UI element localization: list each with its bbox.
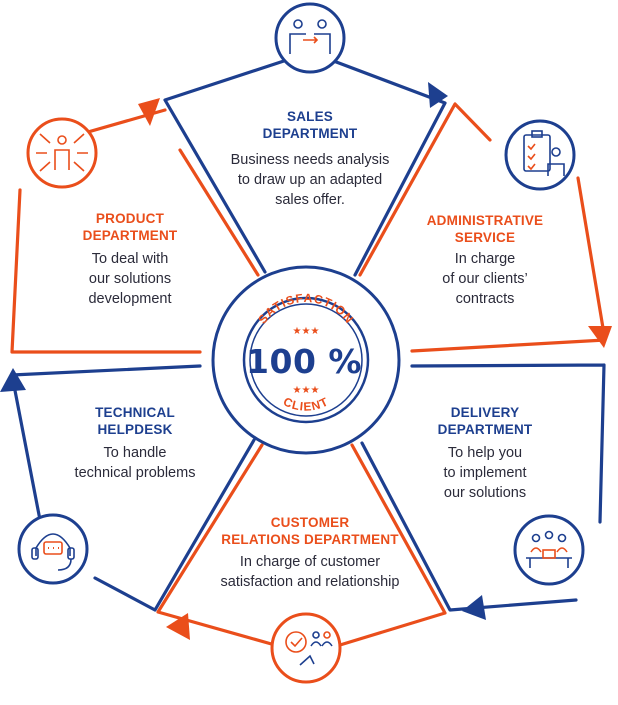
segment-product-shape [10, 108, 260, 354]
icon-delivery-circle [513, 514, 585, 586]
customer-desc-line-1: In charge of customer [239, 554, 381, 570]
admin-desc-line-3: contracts [455, 291, 515, 307]
delivery-desc-line-1: To help you [447, 445, 523, 461]
product-title-line-2: DEPARTMENT [82, 228, 178, 243]
product-title-line-1: PRODUCT [95, 211, 165, 226]
clipboard-checklist-icon [523, 130, 565, 176]
center-badge: SATISFACTION CLIENT ★★★ ★★★ [211, 265, 401, 455]
sales-desc-line-3: sales offer. [275, 192, 345, 208]
stars-bottom: ★★★ [293, 385, 320, 396]
arrow-head-icon [428, 82, 448, 108]
segment-delivery-shape [360, 363, 606, 612]
admin-title-line-2: SERVICE [454, 230, 516, 245]
product-title: PRODUCT DEPARTMENT [55, 210, 205, 244]
arrow-head-icon [166, 613, 190, 640]
headset-chat-icon [31, 533, 75, 571]
helpdesk-desc-line-2: technical problems [74, 465, 196, 481]
center-bottom-arc-text: CLIENT [281, 394, 330, 413]
sales-description: Business needs analysis to draw up an ad… [200, 150, 420, 210]
sales-desc-line-1: Business needs analysis [230, 152, 390, 168]
delivery-description: To help you to implement our solutions [410, 443, 560, 503]
customer-desc-line-2: satisfaction and relationship [220, 574, 400, 590]
stars-top: ★★★ [293, 326, 320, 337]
arrow-head-icon [138, 98, 160, 126]
admin-description: In charge of our clients’ contracts [410, 249, 560, 309]
satisfaction-percentage: 100 % [246, 342, 362, 381]
admin-title: ADMINISTRATIVE SERVICE [400, 212, 570, 246]
delivery-title-line-2: DEPARTMENT [437, 422, 533, 437]
admin-desc-line-1: In charge [454, 251, 516, 267]
helpdesk-desc-line-1: To handle [103, 445, 167, 461]
admin-desc-line-2: of our clients’ [442, 271, 528, 287]
helpdesk-title-line-1: TECHNICAL [95, 405, 175, 420]
delivery-title: DELIVERY DEPARTMENT [410, 404, 560, 438]
product-desc-line-1: To deal with [91, 251, 169, 267]
icon-sales-circle [274, 2, 346, 74]
helpdesk-description: To handle technical problems [55, 443, 215, 483]
meeting-table-icon [526, 530, 572, 568]
product-desc-line-2: our solutions [88, 271, 172, 287]
icon-admin-circle [504, 119, 576, 191]
sales-title: SALES DEPARTMENT [220, 108, 400, 142]
segment-customer-shape [156, 443, 447, 647]
handshake-people-icon [289, 19, 331, 54]
sales-title-line-2: DEPARTMENT [262, 126, 358, 141]
helpdesk-title-line-2: HELPDESK [97, 422, 173, 437]
delivery-desc-line-2: to implement [443, 465, 527, 481]
arrow-head-icon [588, 326, 612, 348]
satisfaction-check-icon [285, 631, 333, 666]
flow-arrows [0, 82, 612, 640]
sales-title-line-1: SALES [286, 109, 333, 124]
svg-text:CLIENT: CLIENT [281, 394, 331, 413]
icon-helpdesk-circle [17, 513, 89, 585]
helpdesk-title: TECHNICAL HELPDESK [60, 404, 210, 438]
customer-title-line-2: RELATIONS DEPARTMENT [221, 532, 399, 547]
customer-title: CUSTOMER RELATIONS DEPARTMENT [220, 514, 400, 548]
product-description: To deal with our solutions development [55, 249, 205, 309]
person-arrows-icon [36, 133, 88, 172]
admin-title-line-1: ADMINISTRATIVE [426, 213, 544, 228]
customer-title-line-1: CUSTOMER [270, 515, 350, 530]
delivery-title-line-1: DELIVERY [450, 405, 520, 420]
arrow-head-icon [0, 368, 26, 392]
delivery-desc-line-3: our solutions [443, 485, 527, 501]
icon-product-circle [26, 117, 98, 189]
icon-customer-circle [270, 612, 342, 684]
customer-description: In charge of customer satisfaction and r… [205, 552, 415, 592]
product-desc-line-3: development [88, 291, 172, 307]
arrow-head-icon [462, 595, 486, 620]
segment-sales-shape [163, 55, 447, 277]
sales-desc-line-2: to draw up an adapted [237, 172, 383, 188]
